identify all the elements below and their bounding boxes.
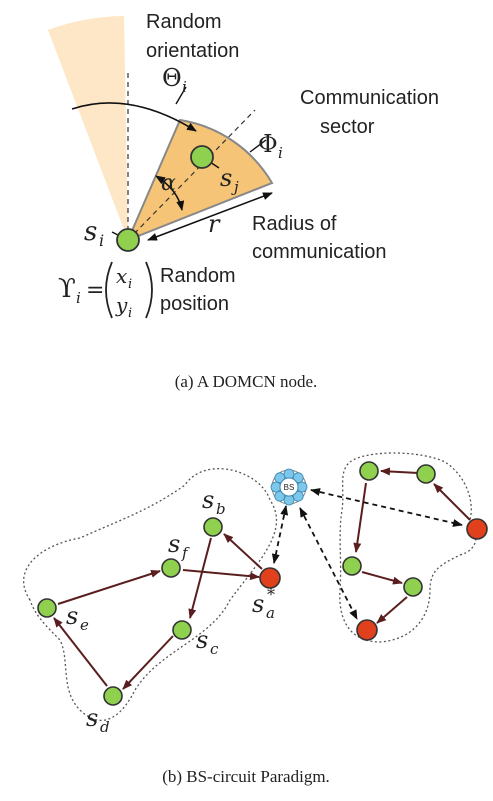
s-a-label: s <box>252 590 264 618</box>
arrow-r1-r3 <box>353 482 367 553</box>
left-paren <box>105 261 113 319</box>
s-j-label: s <box>220 164 232 192</box>
arrow-r2-r1 <box>380 467 419 476</box>
link-bs-r6 <box>310 488 463 527</box>
theta-label: Θ <box>162 64 182 92</box>
panel-a: Random orientation Θ i Communication sec… <box>48 11 439 321</box>
x-subscript: i <box>128 277 132 292</box>
arrow-se-sf <box>57 569 161 605</box>
node-s-a <box>259 567 281 589</box>
s-i-label: s <box>84 217 97 247</box>
arrow-r4-r5 <box>376 596 408 624</box>
arrow-sf-sa <box>182 569 260 581</box>
panel-b: BS s b s f s e s c s d s a * <box>23 452 488 736</box>
s-a-superscript: * <box>267 585 275 604</box>
cluster-left-outline <box>23 468 278 721</box>
s-i-subscript: i <box>99 231 104 250</box>
node-s-i <box>116 228 140 252</box>
arrow-r3-r4 <box>361 571 403 585</box>
theta-subscript: i <box>182 78 187 96</box>
s-j-subscript: j <box>231 178 239 196</box>
node-s-b <box>203 517 223 537</box>
arrow-sa-sb <box>223 533 263 570</box>
random-position-label-1: Random <box>160 265 236 287</box>
right-paren <box>145 261 153 319</box>
node-right-2 <box>416 464 436 484</box>
node-s-c <box>172 620 192 640</box>
s-a-subscript: a <box>266 604 275 622</box>
phi-leader <box>249 139 267 153</box>
node-s-f <box>161 558 181 578</box>
random-orientation-wedge <box>48 16 128 240</box>
base-station: BS <box>270 468 308 506</box>
arrow-sb-sc <box>188 537 212 619</box>
s-c-label: s <box>196 626 208 654</box>
node-right-6 <box>466 518 488 540</box>
y-label: y <box>115 293 128 317</box>
equals-sign: = <box>86 278 104 303</box>
link-bs-r5 <box>299 507 358 620</box>
radius-label-2: communication <box>252 241 387 263</box>
arrow-sd-se <box>53 617 108 687</box>
theta-arc <box>71 102 197 132</box>
r-label: r <box>208 210 221 238</box>
random-position-label-2: position <box>160 293 229 315</box>
s-e-label: s <box>66 602 78 630</box>
theta-leader <box>175 86 187 105</box>
random-orientation-label-2: orientation <box>146 40 239 62</box>
s-e-subscript: e <box>80 616 89 634</box>
communication-label-2: sector <box>320 116 375 138</box>
alpha-label: α <box>161 171 176 196</box>
node-right-1 <box>359 461 379 481</box>
node-right-3 <box>342 556 362 576</box>
upsilon-subscript: i <box>76 289 81 307</box>
x-label: x <box>116 264 127 288</box>
phi-label: Φ <box>258 130 278 158</box>
caption-b: (b) BS-circuit Paradigm. <box>162 767 330 786</box>
caption-a: (a) A DOMCN node. <box>175 372 318 391</box>
s-f-label: s <box>168 530 180 558</box>
random-orientation-label-1: Random <box>146 11 222 33</box>
s-f-subscript: f <box>181 544 190 562</box>
cluster-right-outline <box>339 452 477 643</box>
y-subscript: i <box>128 306 132 321</box>
s-b-label: s <box>202 486 214 514</box>
bs-label: BS <box>284 483 295 492</box>
phi-subscript: i <box>278 144 283 162</box>
arrow-sc-sd <box>122 635 174 690</box>
node-right-5 <box>356 619 378 641</box>
s-d-subscript: d <box>100 718 110 736</box>
node-right-4 <box>403 577 423 597</box>
s-b-subscript: b <box>216 500 226 518</box>
link-bs-sa <box>271 505 289 564</box>
upsilon-label: ϒ <box>58 274 76 304</box>
radius-label-1: Radius of <box>252 213 337 235</box>
communication-sector <box>126 118 274 242</box>
s-c-subscript: c <box>210 640 219 658</box>
node-s-e <box>37 598 57 618</box>
communication-label-1: Communication <box>300 87 439 109</box>
node-s-d <box>103 686 123 706</box>
radius-arrow <box>147 192 273 241</box>
node-s-j <box>190 145 214 169</box>
s-d-label: s <box>86 704 98 732</box>
arrow-r6-r2 <box>433 483 471 521</box>
